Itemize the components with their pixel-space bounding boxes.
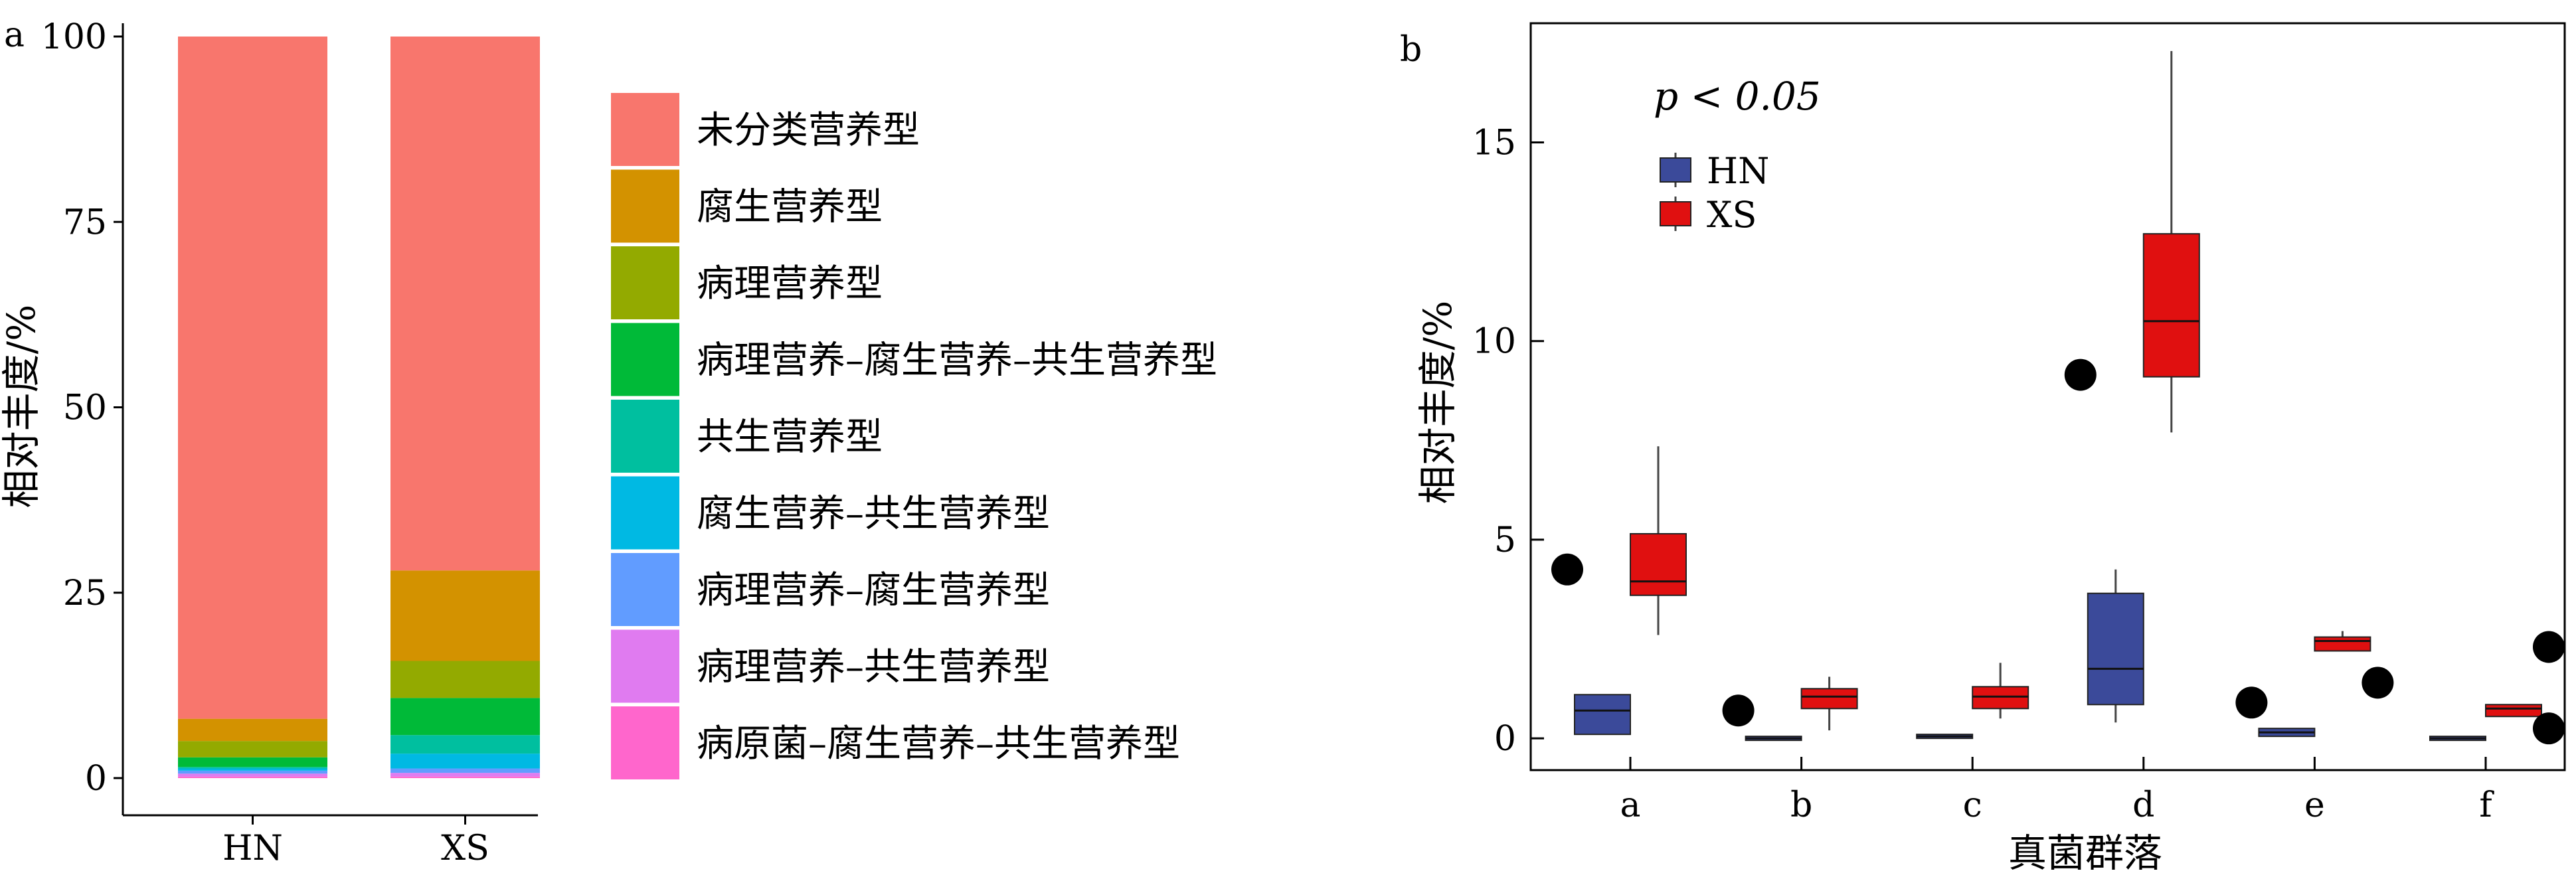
y-tick-label: 25 [63,574,107,613]
bar-segment [178,773,327,777]
legend-label: 病原菌–腐生营养–共生营养型 [697,722,1180,765]
data-point [2235,686,2268,719]
box [1630,532,1687,596]
bar-segment [390,661,540,698]
x-tick-label: b [1790,785,1812,825]
panel-b-boxes [1574,50,2542,742]
data-point [2361,667,2394,699]
x-tick-label: HN [222,829,283,868]
bar-segment [390,754,540,769]
panel-a-bars [178,37,540,778]
panel-b-label: b [1400,30,1422,70]
bar-segment [390,773,540,777]
legend-swatch [611,323,679,396]
legend-label: 病理营养–共生营养型 [697,646,1050,689]
legend-label: 病理营养–腐生营养–共生营养型 [697,339,1217,382]
box [1574,694,1631,736]
x-tick-label: d [2132,785,2154,825]
y-tick-label: 15 [1472,123,1516,163]
box [2087,592,2144,706]
panel-b-axes: 0 5 10 15 a b c d e f [1472,22,2566,825]
bar-segment [178,770,327,774]
legend-key-box [1660,157,1691,183]
bar-segment [178,757,327,767]
data-point [2064,359,2097,391]
legend-swatch [611,93,679,166]
y-tick-label: 50 [63,388,107,428]
data-point [2533,712,2565,745]
legend-swatch [611,629,679,703]
legend-swatch [611,476,679,550]
bar-segment [178,37,327,719]
legend-label: 病理营养型 [697,262,883,305]
panel-a-legend: 未分类营养型腐生营养型病理营养型病理营养–腐生营养–共生营养型共生营养型腐生营养… [611,93,1217,779]
bar-segment [178,776,327,778]
bar-segment [178,741,327,758]
bar-segment [390,37,540,571]
legend-label: XS [1707,194,1757,236]
panel-a-label: a [4,15,25,55]
legend-label: 共生营养型 [697,416,883,459]
y-tick-label: 100 [41,17,107,57]
legend-label: 腐生营养型 [697,186,883,229]
bar-segment [390,698,540,736]
bar-segment [178,718,327,742]
x-tick-label: e [2304,785,2325,825]
box [2314,636,2371,652]
y-tick-label: 5 [1494,520,1516,560]
y-tick-label: 10 [1472,322,1516,362]
x-tick-label: c [1963,785,1982,825]
bar-segment [178,768,327,771]
legend-swatch [611,400,679,473]
x-tick-label: XS [441,829,489,868]
bar-segment [390,570,540,661]
panel-b-x-axis-label: 真菌群落 [2008,831,2162,876]
x-tick-label: f [2479,785,2494,825]
panel-b-points [1551,359,2565,745]
box [1800,688,1858,710]
legend-swatch [611,169,679,243]
bar-segment [390,776,540,778]
legend-swatch [611,553,679,626]
panel-b-y-axis-label: 相对丰度/% [1415,301,1460,505]
y-tick-label: 0 [85,759,107,799]
legend-key-box [1660,201,1691,226]
data-point [2533,631,2565,663]
legend-label: 未分类营养型 [697,109,920,152]
plot-frame [1529,22,2566,771]
data-point [1722,694,1755,727]
x-tick-label: a [1620,785,1640,825]
bar-segment [390,735,540,754]
y-tick-label: 0 [1494,719,1516,759]
legend-label: 病理营养–腐生营养型 [697,569,1050,612]
legend-swatch [611,706,679,779]
bar-segment [178,767,327,769]
legend-label: HN [1707,150,1769,192]
box [2485,704,2542,718]
bar-segment [390,768,540,773]
panel-b-p-value-annotation: p < 0.05 [1654,74,1821,119]
legend-label: 腐生营养–共生营养型 [697,493,1050,536]
box [2142,233,2200,378]
panel-a-y-axis-label: 相对丰度/% [0,305,44,509]
y-tick-label: 75 [63,202,107,242]
data-point [1551,553,1583,586]
legend-swatch [611,246,679,319]
